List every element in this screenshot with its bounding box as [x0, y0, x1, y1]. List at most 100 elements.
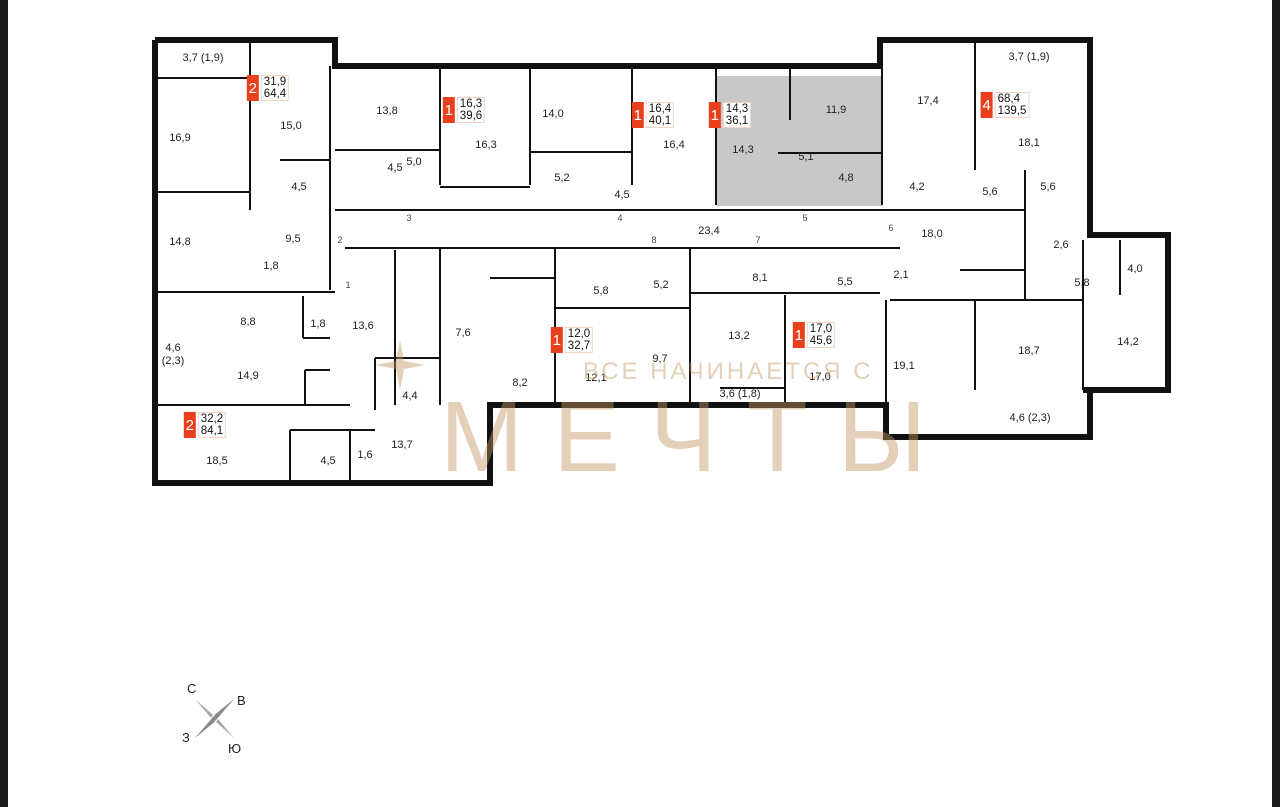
room-area-label: 13,8 — [376, 105, 398, 117]
living-area: 32,2 — [200, 413, 224, 425]
entrance-number: 2 — [337, 235, 343, 245]
right-border — [1272, 0, 1280, 807]
room-area-label: 13,2 — [728, 330, 750, 342]
room-area-label: 12,1 — [585, 372, 607, 384]
compass-west: З — [182, 730, 190, 745]
room-area-label: 3,6 (1,8) — [719, 388, 761, 400]
room-area-label: 14,3 — [732, 144, 754, 156]
entrance-number: 1 — [345, 280, 351, 290]
room-area-label: 4,0 — [1127, 263, 1143, 275]
room-area-label: 9,7 — [652, 353, 668, 365]
entrance-number: 5 — [802, 213, 808, 223]
room-area-label: 9,5 — [285, 233, 301, 245]
room-area-label: 16,9 — [169, 132, 191, 144]
entrance-number: 7 — [755, 235, 761, 245]
total-area: 139,5 — [997, 105, 1027, 117]
total-area: 32,7 — [567, 340, 591, 352]
total-area: 84,1 — [200, 425, 224, 437]
room-area-label: 5,8 — [1074, 277, 1090, 289]
room-area-label: 5,6 — [982, 186, 998, 198]
living-area: 16,4 — [648, 103, 672, 115]
room-count: 1 — [631, 102, 644, 128]
watermark-tagline: ВСЕ НАЧИНАЕТСЯ С — [583, 358, 874, 385]
living-area: 68,4 — [997, 93, 1020, 105]
room-area-label: 7,6 — [455, 327, 471, 339]
room-area-label: 3,7 (1,9) — [1008, 51, 1050, 63]
room-area-label: 16,4 — [663, 139, 685, 151]
room-count: 1 — [708, 102, 721, 128]
room-area-label: 4,5 — [387, 162, 403, 174]
room-area-label: 4,6 (2,3) — [1009, 412, 1051, 424]
room-area-label: 1,8 — [310, 318, 326, 330]
room-area-label: 4,8 — [838, 172, 854, 184]
total-area: 36,1 — [725, 115, 749, 127]
room-area-label: 5,0 — [406, 156, 422, 168]
room-area-label: 2,1 — [893, 269, 909, 281]
compass-south: Ю — [228, 741, 242, 756]
room-area-label: 4,5 — [320, 455, 336, 467]
living-area: 16,3 — [459, 98, 483, 110]
room-area-label: 18,0 — [921, 228, 943, 240]
room-area-label: 14,0 — [542, 108, 564, 120]
room-area-label: 11,9 — [825, 104, 847, 116]
room-area-label: 4,4 — [402, 390, 418, 402]
watermark-brand: МЕЧТЫ — [440, 381, 957, 493]
room-count: 1 — [442, 97, 455, 123]
room-area-label: 5,2 — [554, 172, 570, 184]
entrance-number: 6 — [888, 223, 894, 233]
interior-walls — [155, 40, 1121, 483]
entrance-number: 8 — [651, 235, 657, 245]
living-area: 17,0 — [809, 323, 833, 335]
total-area: 45,6 — [809, 335, 833, 347]
room-count: 2 — [246, 75, 259, 101]
room-area-label: 13,6 — [352, 320, 374, 332]
room-area-label: 14,9 — [237, 370, 259, 382]
compass-north: С — [187, 681, 197, 696]
room-area-label: 4,5 — [614, 189, 630, 201]
living-area: 14,3 — [725, 103, 749, 115]
room-area-label: 1,6 — [357, 449, 373, 461]
room-area-label: 8,8 — [240, 316, 256, 328]
room-area-label: 5,2 — [653, 279, 669, 291]
room-count: 1 — [550, 327, 563, 353]
living-area: 12,0 — [567, 328, 591, 340]
room-area-label: 17,4 — [917, 95, 939, 107]
selected-apartment-area[interactable] — [716, 76, 882, 206]
room-area-label: 8,2 — [512, 377, 528, 389]
room-area-label: 4,2 — [909, 181, 925, 193]
room-area-label: 18,1 — [1018, 137, 1040, 149]
entrance-number: 3 — [406, 213, 412, 223]
total-area: 39,6 — [459, 110, 483, 122]
room-area-label: 5,6 — [1040, 181, 1056, 193]
entrance-number: 4 — [617, 213, 623, 223]
room-area-label: 5,8 — [593, 285, 609, 297]
left-border — [0, 0, 8, 807]
total-area: 40,1 — [648, 115, 672, 127]
room-count: 2 — [183, 412, 196, 438]
room-area-label: 3,7 (1,9) — [182, 52, 224, 64]
room-area-label: 1,8 — [263, 260, 279, 272]
room-area-label: 4,6 — [165, 342, 181, 354]
room-area-label: 18,7 — [1018, 345, 1040, 357]
room-area-label: 16,3 — [475, 139, 497, 151]
room-area-label: 2,6 — [1053, 239, 1069, 251]
room-area-label: 5,1 — [798, 151, 814, 163]
room-area-label: 19,1 — [893, 360, 915, 372]
